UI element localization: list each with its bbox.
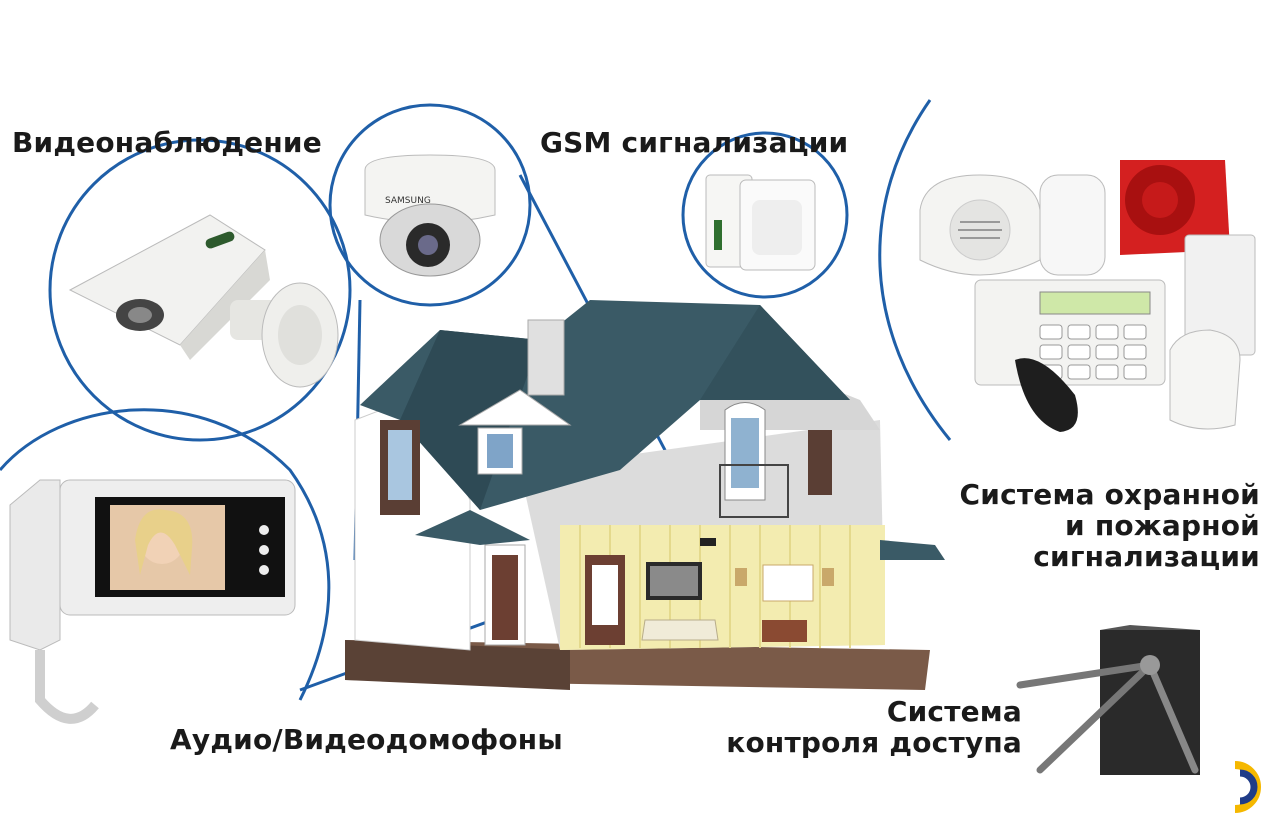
video-intercom-icon <box>9 479 296 724</box>
access-label-line-2: контроля доступа <box>726 725 1022 759</box>
security-label-line-3: сигнализации <box>1033 539 1260 573</box>
gsm-sensor-icon <box>705 174 816 271</box>
turnstile-icon <box>1016 625 1200 775</box>
bullet-camera-icon <box>68 214 339 388</box>
dome-camera-icon: SAMSUNG <box>364 154 496 277</box>
house-illustration <box>345 300 945 690</box>
brand-logo <box>1234 761 1261 813</box>
access-label-line-1: Система <box>886 695 1022 728</box>
gsm-alarm-label: GSM сигнализации <box>540 126 849 159</box>
security-kit-icon <box>919 160 1256 432</box>
security-label-line-1: Система охранной <box>959 478 1260 511</box>
security-fire-alarm-label: Система охранной и пожарной сигнализации <box>940 478 1260 573</box>
intercom-label: Аудио/Видеодомофоны <box>170 723 563 756</box>
access-control-label: Система контроля доступа <box>700 695 1022 759</box>
video-surveillance-label: Видеонаблюдение <box>12 126 322 159</box>
svg-text:SAMSUNG: SAMSUNG <box>385 196 431 206</box>
security-label-line-2: и пожарной <box>1065 508 1260 542</box>
